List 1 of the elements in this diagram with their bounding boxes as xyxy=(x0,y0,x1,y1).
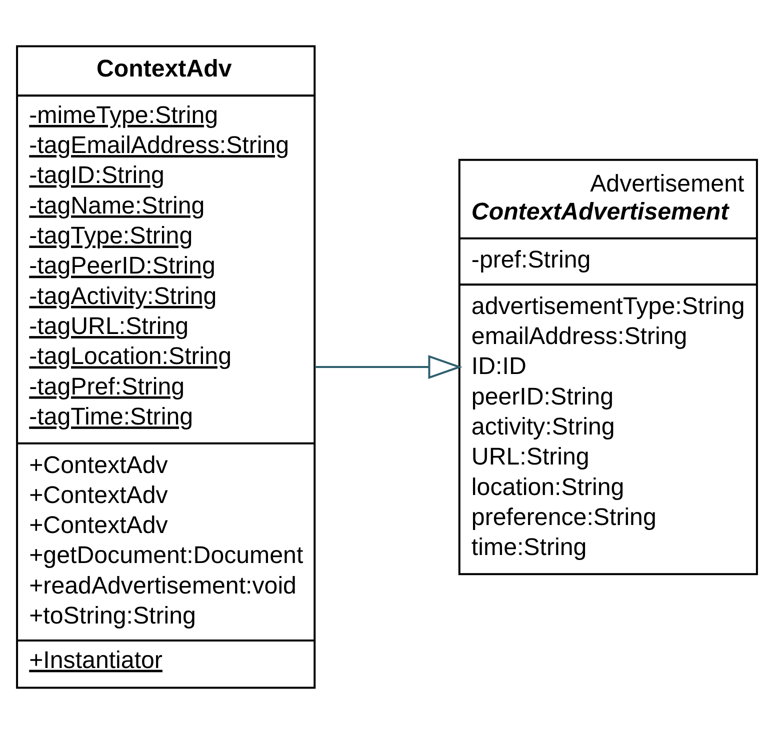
arrow xyxy=(314,355,462,379)
